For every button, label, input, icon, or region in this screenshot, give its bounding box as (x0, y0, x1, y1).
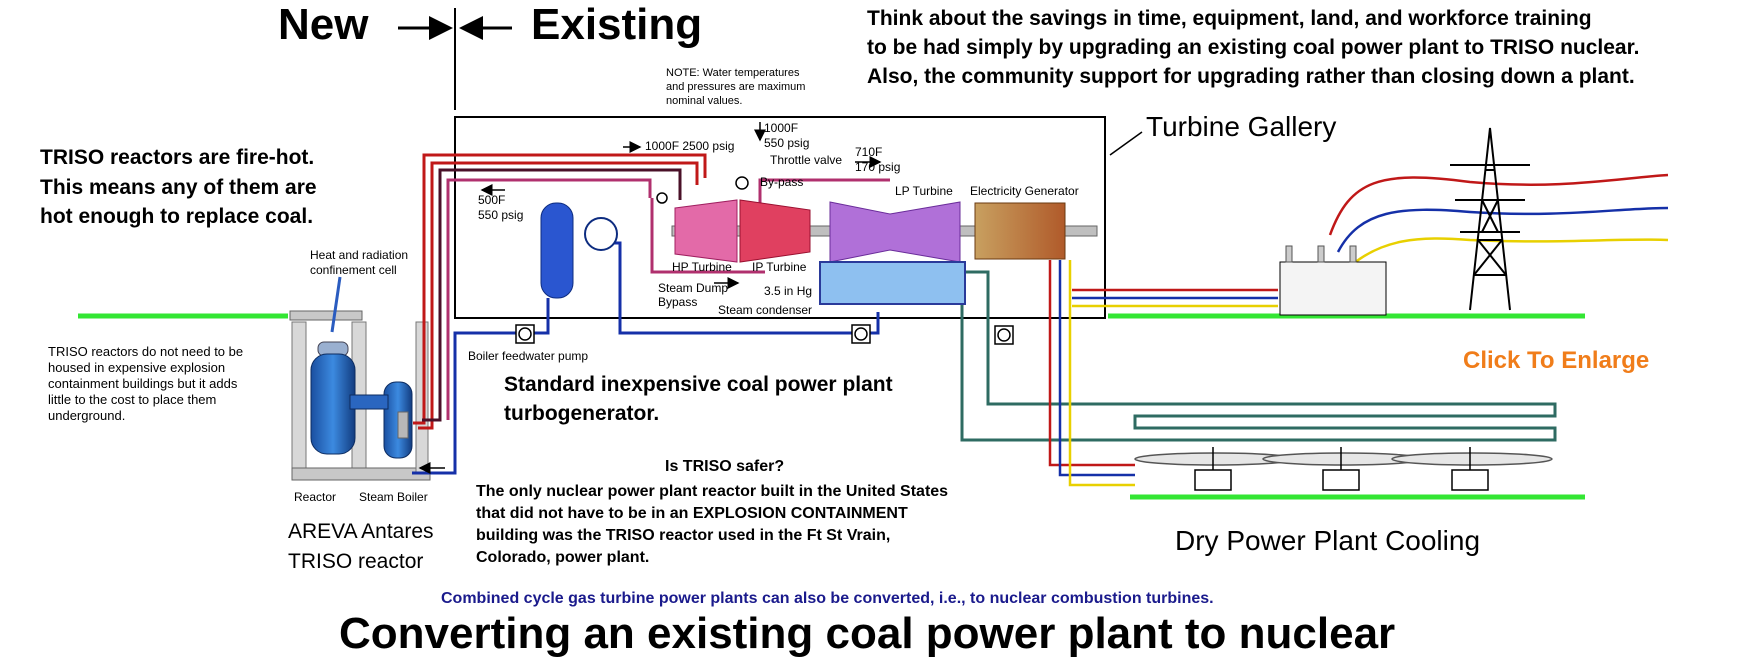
label-steam-condenser: Steam condenser (718, 303, 813, 317)
label-bypass: By-pass (760, 175, 804, 189)
label-steam-boiler: Steam Boiler (359, 490, 428, 504)
standard-line-1: Standard inexpensive coal power plant (504, 373, 893, 396)
label-steam-dump-2: Bypass (658, 295, 698, 309)
standard-line-2: turbogenerator. (504, 402, 660, 425)
safer-line-3: building was the TRISO reactor used in t… (476, 527, 891, 544)
cooling-fans (1134, 447, 1553, 491)
safer-title: Is TRISO safer? (665, 458, 785, 475)
fire-hot-line-2: This means any of them are (40, 176, 317, 199)
label-steam-dump-1: Steam Dump (658, 281, 729, 295)
label-ip-turbine: IP Turbine (752, 260, 807, 274)
power-lines (1048, 173, 1669, 487)
new-label: New (278, 0, 369, 49)
label-throttle-top-2: 550 psig (764, 136, 810, 150)
feedwater-tank (540, 202, 574, 299)
label-hp-turbine: HP Turbine (672, 260, 732, 274)
transformer-shape (1279, 245, 1387, 316)
heat-cell-pointer (330, 276, 342, 333)
label-reheat-1: 500F (478, 193, 506, 207)
label-throttle-valve: Throttle valve (770, 153, 843, 167)
underground-line-2: housed in expensive explosion (48, 360, 226, 375)
click-to-enlarge-link[interactable]: Click To Enlarge (1463, 347, 1650, 374)
heat-cell-line-1: Heat and radiation (310, 248, 409, 262)
label-electricity-generator: Electricity Generator (970, 184, 1079, 198)
underground-line-1: TRISO reactors do not need to be (48, 344, 244, 359)
condenser-shape (819, 261, 966, 305)
label-throttle-top-1: 1000F (764, 121, 799, 135)
ip-turbine-shape (739, 199, 811, 263)
areva-line-1: AREVA Antares (288, 520, 434, 543)
flow-arrows (418, 122, 882, 474)
label-lp-turbine: LP Turbine (895, 184, 953, 198)
underground-line-3: containment buildings but it adds (48, 376, 238, 391)
heat-cell-line-2: confinement cell (310, 263, 397, 277)
turbine-gallery-box (454, 116, 1106, 319)
main-title: Converting an existing coal power plant … (339, 609, 1396, 658)
generator-shape (974, 202, 1066, 260)
reactor-cell (289, 310, 431, 481)
areva-line-2: TRISO reactor (288, 550, 424, 573)
label-reactor: Reactor (294, 490, 337, 504)
note-line-2: and pressures are maximum (666, 81, 806, 93)
main-steam-pipes (413, 153, 707, 430)
label-vacuum: 3.5 in Hg (764, 284, 813, 298)
label-boiler-pump: Boiler feedwater pump (468, 349, 589, 363)
reheat-return-pipe (422, 168, 682, 422)
safer-line-1: The only nuclear power plant reactor bui… (476, 483, 949, 500)
label-lp-in-2: 170 psig (855, 160, 901, 174)
deaerator-gauge (584, 217, 618, 251)
label-lp-in-1: 710F (855, 145, 883, 159)
combined-cycle-note: Combined cycle gas turbine power plants … (441, 590, 1214, 607)
label-steam-1000f: 1000F 2500 psig (645, 139, 735, 153)
turbine-gallery-label: Turbine Gallery (1146, 111, 1337, 142)
lp-turbine-shape (829, 201, 961, 263)
note-line-1: NOTE: Water temperatures (666, 67, 800, 79)
fire-hot-line-1: TRISO reactors are fire-hot. (40, 146, 315, 169)
existing-label: Existing (531, 0, 703, 49)
intro-line-1: Think about the savings in time, equipme… (867, 7, 1592, 30)
intro-line-2: to be had simply by upgrading an existin… (867, 36, 1640, 59)
safer-line-2: that did not have to be in an EXPLOSION … (476, 505, 908, 522)
dry-cooling-label: Dry Power Plant Cooling (1175, 525, 1481, 556)
pump-icons (515, 324, 1014, 345)
label-reheat-2: 550 psig (478, 208, 524, 222)
transmission-tower (1450, 127, 1530, 311)
hp-turbine-shape (674, 199, 738, 263)
underground-line-5: underground. (48, 408, 126, 423)
underground-line-4: little to the cost to place them (48, 392, 217, 407)
cooling-pipes (878, 270, 1557, 442)
note-line-3: nominal values. (666, 95, 743, 107)
intro-line-3: Also, the community support for upgradin… (867, 65, 1635, 88)
fire-hot-line-3: hot enough to replace coal. (40, 205, 314, 228)
turbine-gallery-pointer (1109, 131, 1143, 156)
safer-line-4: Colorado, power plant. (476, 549, 650, 566)
valve-icons (656, 176, 749, 204)
